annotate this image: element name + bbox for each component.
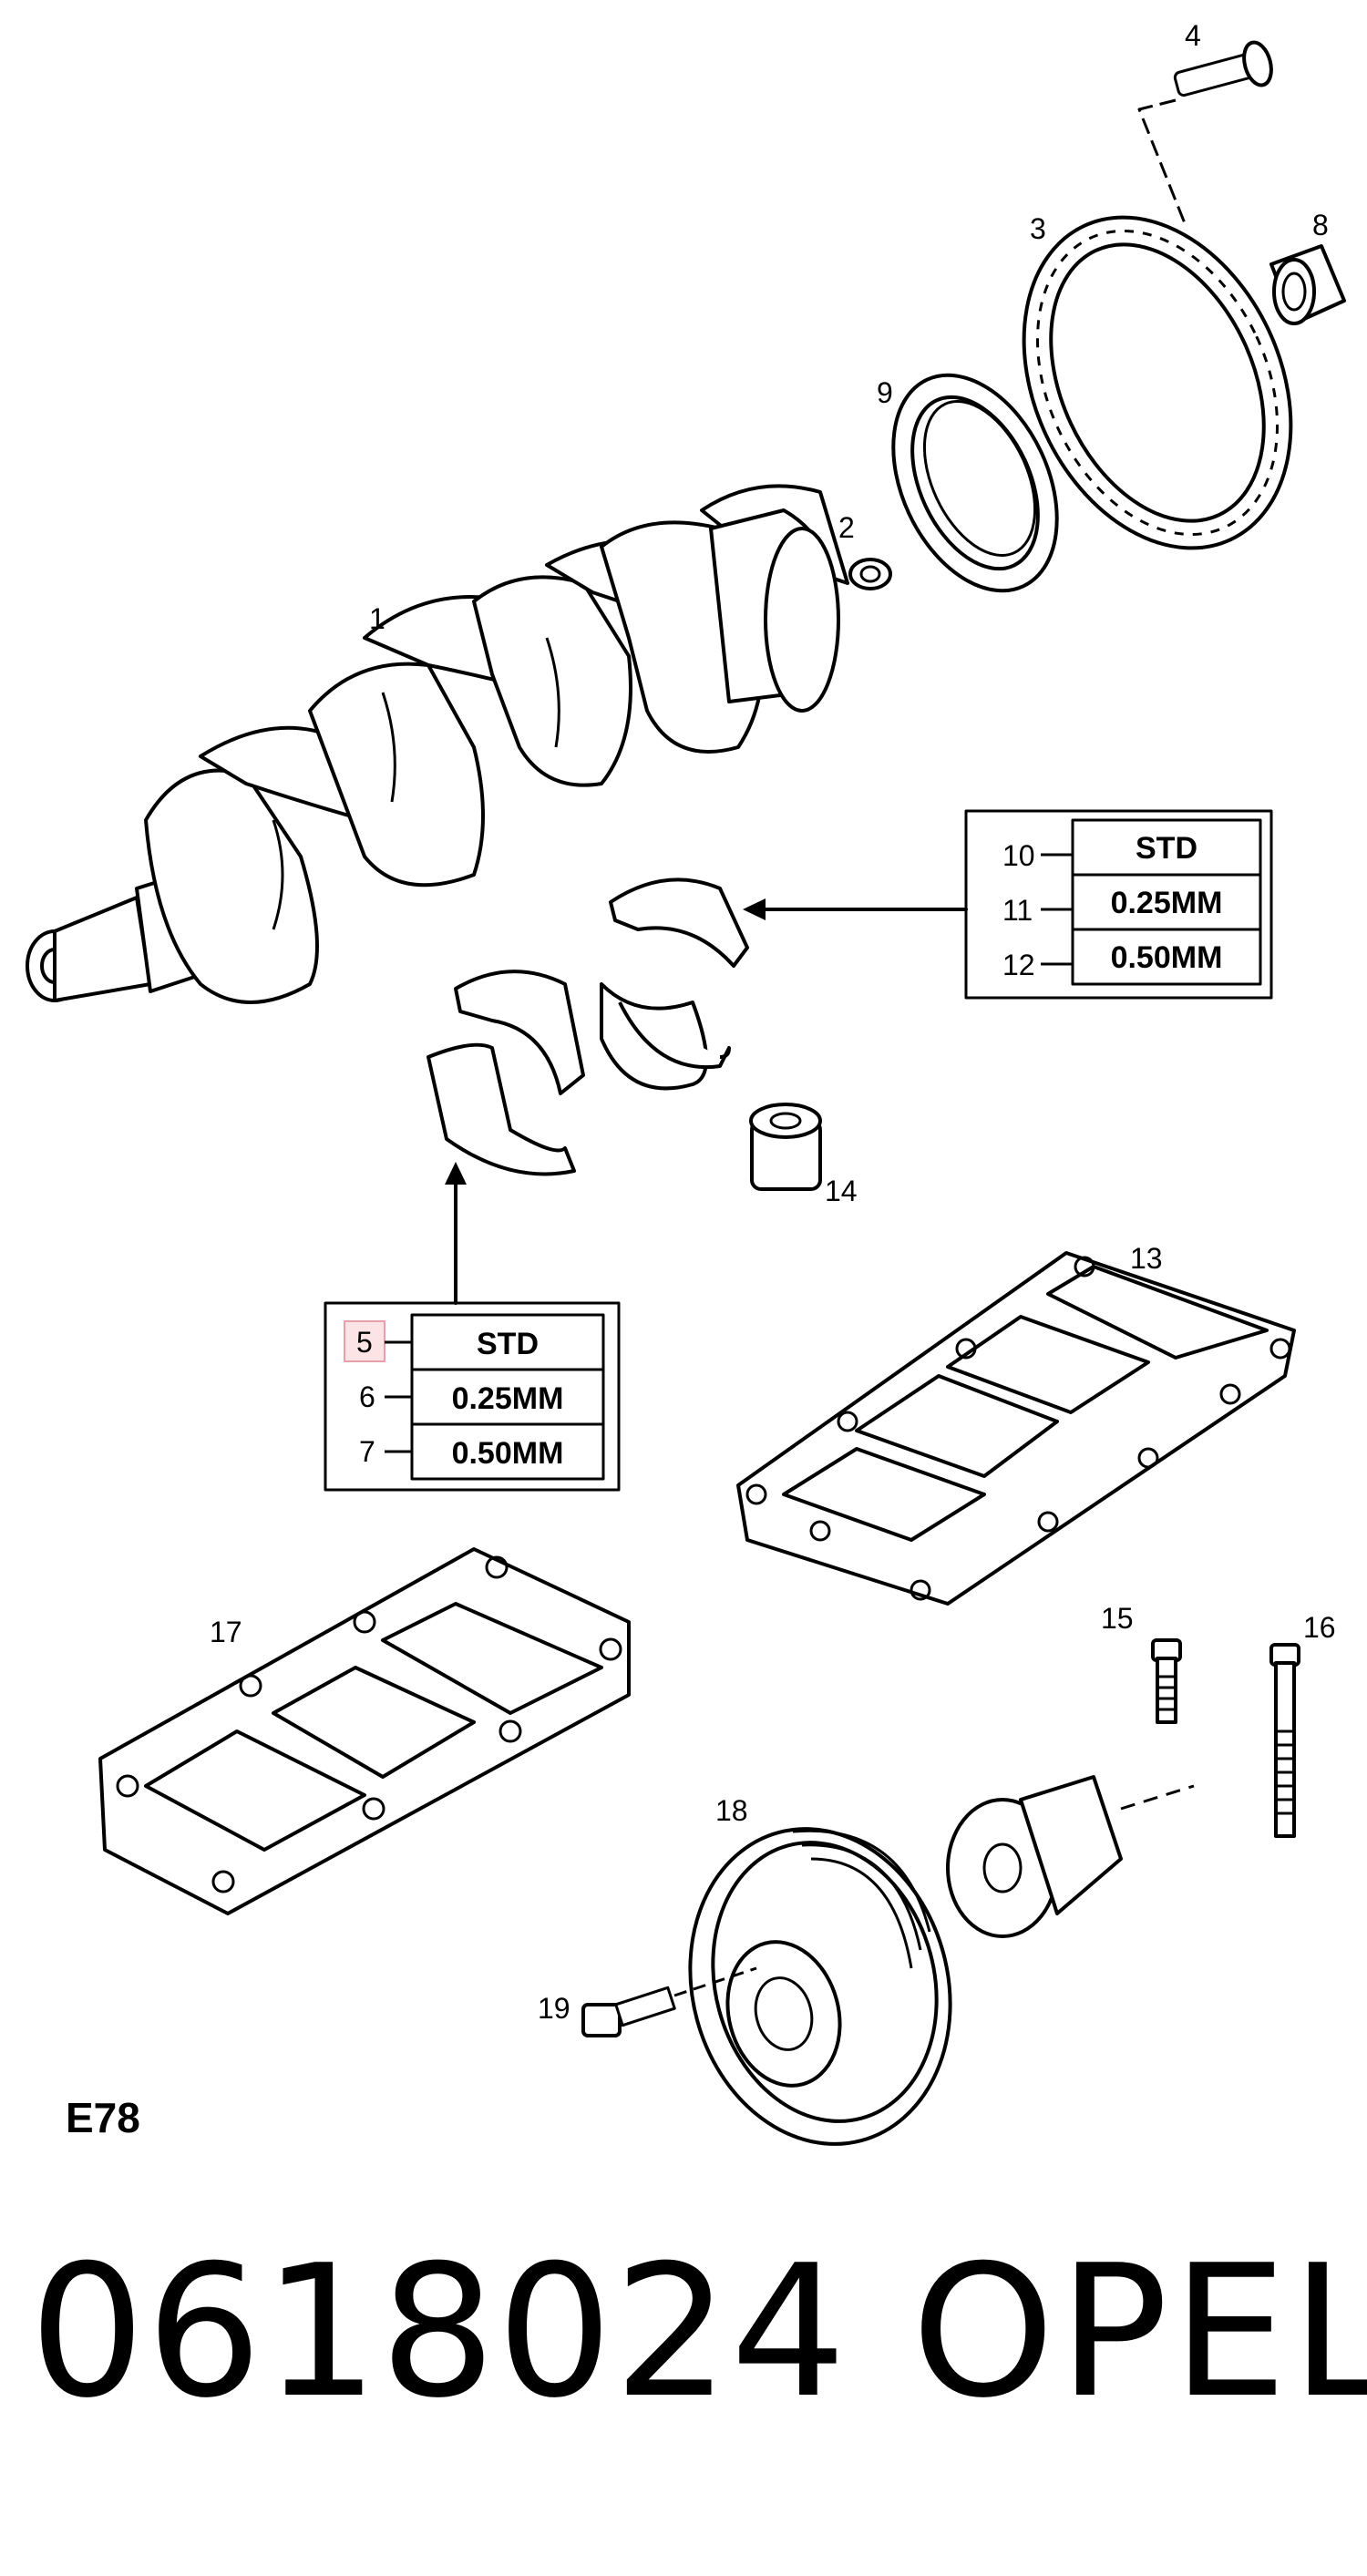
arrow-conrod-table [445,1162,467,1305]
callout-18: 18 [715,1794,748,1827]
callout-15: 15 [1101,1602,1134,1635]
arrow-main-table [743,898,968,920]
table-ref-10: 10 [1002,839,1035,872]
oil-pan-gasket-17 [98,1547,631,1915]
crankshaft-pulley-18 [688,1827,952,2146]
footer: 0618024 OPEL [0,2242,1367,2424]
table-ref-5: 5 [356,1326,373,1359]
callout-4: 4 [1185,19,1201,52]
callout-19: 19 [538,1992,570,2025]
table-size-050: 0.50MM [452,1436,564,1471]
thrust-piece-14 [749,1103,822,1191]
table-size-025: 0.25MM [452,1381,564,1416]
rear-oil-seal-9 [891,373,1059,593]
highlighted-ref-box[interactable] [344,1320,385,1362]
callout-13: 13 [1130,1242,1163,1275]
table-ref-7: 7 [359,1435,375,1468]
callout-1: 1 [369,602,385,635]
crankshaft [26,484,849,1004]
conrod-bearing-size-table: 5 6 7 STD 0.25MM 0.50MM [324,1301,621,1492]
part-number: 0618024 [29,2226,848,2438]
main-bearing-size-table: 10 11 12 STD 0.25MM 0.50MM [964,809,1273,1000]
main-bearing-shells [600,877,749,1091]
callout-16: 16 [1303,1611,1336,1644]
callout-14: 14 [825,1175,858,1207]
table-size-std: STD [1136,831,1197,866]
bolt-15 [1151,1638,1182,1724]
callout-2: 2 [838,511,855,544]
reluctor-ring-3 [1022,215,1293,550]
table-size-025: 0.25MM [1111,886,1223,920]
table-size-std: STD [477,1327,539,1361]
table-size-050: 0.50MM [1111,940,1223,975]
bearing-ladder-13 [736,1251,1296,1606]
bolt-4 [1173,40,1273,97]
callout-labels: 1 2 3 4 8 9 13 14 15 16 17 18 19 [210,19,1336,2025]
conrod-bearing-shells [427,970,585,1176]
callout-17: 17 [210,1616,242,1648]
bolt-16 [1269,1643,1300,1838]
callout-3: 3 [1030,212,1046,245]
table-ref-12: 12 [1002,949,1035,981]
pilot-bearing-8 [1269,244,1346,325]
callout-9: 9 [877,376,893,409]
table-ref-11: 11 [1002,894,1033,927]
bush-2 [848,558,892,590]
crankshaft-sprocket [946,1775,1123,1938]
table-ref-6: 6 [359,1380,375,1413]
callout-8: 8 [1312,209,1329,241]
bolt-19 [581,1986,676,2037]
page-code: E78 [66,2094,140,2141]
brand-name: OPEL [911,2226,1367,2438]
